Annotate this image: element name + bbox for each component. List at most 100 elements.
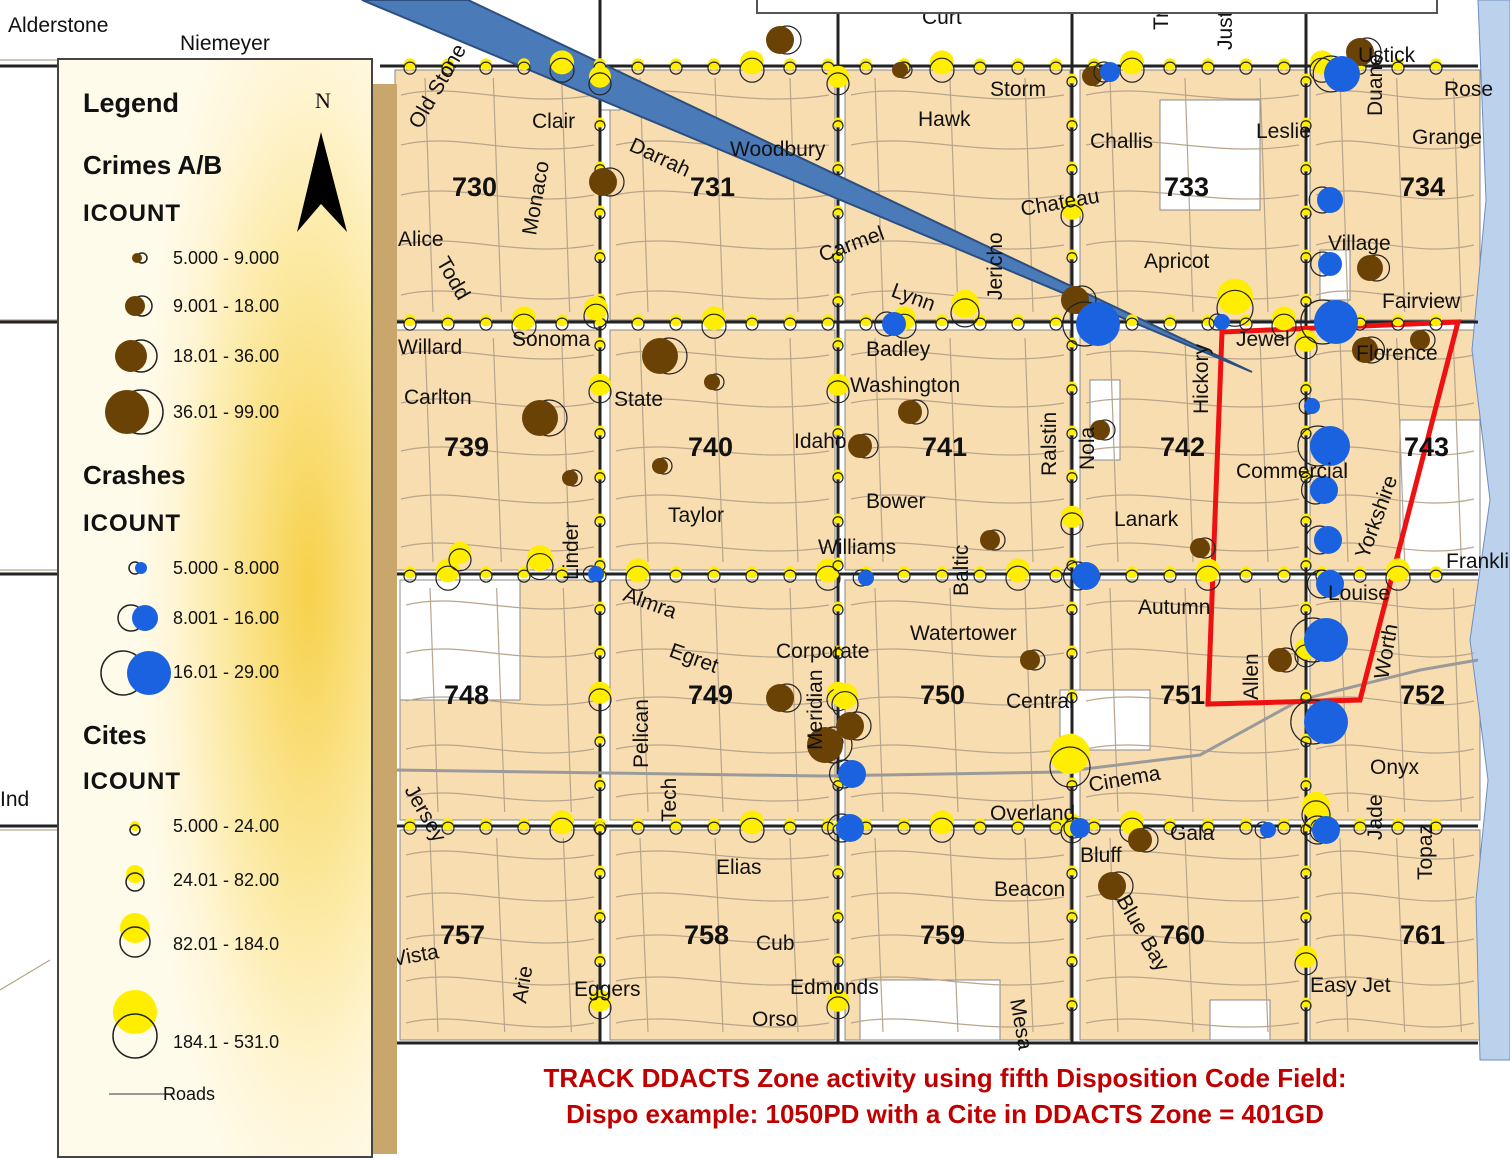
minor-road	[429, 587, 439, 813]
cite-symbol	[833, 909, 843, 920]
cite-symbol	[833, 953, 843, 964]
cite-symbol-outline	[929, 57, 955, 83]
minor-road	[400, 190, 595, 200]
crash-symbol	[1312, 816, 1340, 844]
cite-symbol-outline	[1201, 61, 1215, 75]
zone-label: 752	[1400, 680, 1445, 710]
cite-symbol	[833, 469, 843, 480]
minor-road	[400, 350, 595, 360]
minor-road	[1184, 77, 1194, 313]
minor-road	[405, 792, 595, 802]
street-label: Ralstin	[1038, 412, 1061, 476]
cite-symbol-outline	[1066, 692, 1078, 704]
minor-road	[1315, 350, 1475, 360]
cite-symbol-outline	[594, 868, 606, 880]
cite-symbol-outline	[1353, 821, 1367, 835]
minor-road	[1109, 77, 1119, 313]
zone-label: 734	[1400, 172, 1445, 202]
cite-symbol	[1196, 558, 1220, 583]
cite-symbol-outline	[1163, 569, 1177, 583]
cite-symbol	[1301, 513, 1311, 524]
cite-symbol	[833, 117, 843, 128]
cite-symbol-outline	[832, 868, 844, 880]
cite-symbol-outline	[1294, 952, 1318, 976]
cite-symbol-medium	[125, 865, 145, 892]
street-label: Louise	[1328, 582, 1390, 605]
cite-symbol-outline	[1385, 565, 1411, 591]
north-label: N	[315, 88, 331, 113]
street-label: Williams	[818, 536, 896, 559]
minor-road	[562, 587, 572, 813]
street-label: Allen	[1240, 653, 1263, 700]
zone-label: 731	[690, 172, 735, 202]
cite-symbol	[1354, 818, 1366, 831]
street-label: Jericho	[984, 232, 1007, 300]
minor-road	[1184, 837, 1194, 1033]
minor-road	[850, 850, 1065, 860]
cite-symbol-outline	[555, 317, 569, 331]
zone-label: 740	[688, 432, 733, 462]
cite-symbol-outline	[832, 340, 844, 352]
cite-symbol-outline	[1066, 428, 1078, 440]
minor-road	[1109, 587, 1119, 813]
cite-symbol-outline	[1011, 61, 1025, 75]
cite-symbol	[1240, 58, 1252, 71]
cite-symbol-outline	[1066, 120, 1078, 132]
cite-symbol-outline	[1125, 317, 1139, 331]
cite-symbol-outline	[832, 296, 844, 308]
cite-symbol	[1067, 777, 1077, 788]
cite-symbol	[595, 205, 605, 216]
legend-crimes-class-4: 36.01 - 99.00	[59, 388, 375, 438]
street-label: Ustick	[1358, 44, 1416, 67]
cite-symbol	[1050, 566, 1062, 579]
legend-crimes-label-2: 9.001 - 18.00	[173, 296, 280, 316]
minor-road	[850, 744, 1065, 754]
legend-crimes-title: Crimes A/B	[83, 150, 223, 180]
cite-symbol	[442, 314, 454, 327]
cite-symbol-outline	[448, 548, 472, 572]
minor-road	[850, 976, 1065, 986]
minor-road	[400, 398, 595, 408]
cite-symbol	[833, 161, 843, 172]
map-search-box[interactable]	[756, 0, 1438, 14]
cite-symbol-outline	[479, 317, 493, 331]
cite-symbol	[833, 337, 843, 348]
cite-symbol-xlarge	[112, 990, 158, 1059]
cite-symbol-outline	[783, 821, 797, 835]
cite-symbol	[827, 373, 849, 396]
cite-symbol	[449, 541, 471, 564]
cite-symbol	[827, 989, 849, 1012]
crash-symbol	[1100, 62, 1120, 82]
cite-symbol	[1088, 818, 1100, 831]
minor-road	[1259, 587, 1269, 813]
minor-road	[1085, 350, 1300, 360]
cite-symbol	[930, 50, 954, 75]
cite-symbol	[1301, 293, 1311, 304]
cite-symbol-outline	[859, 61, 873, 75]
zone-label: 748	[444, 680, 489, 710]
street-label: Hawk	[918, 108, 971, 131]
cite-symbol-outline	[594, 472, 606, 484]
open-area	[1159, 99, 1261, 211]
cite-symbol	[936, 314, 948, 327]
minor-road	[1315, 600, 1475, 610]
minor-road	[615, 290, 830, 300]
cite-symbol	[1301, 733, 1311, 744]
crime-symbol	[980, 530, 1000, 550]
cite-symbol	[1392, 818, 1404, 831]
minor-road	[615, 744, 830, 754]
cite-symbol	[670, 314, 682, 327]
crash-symbol	[1310, 426, 1350, 466]
cite-symbol	[480, 58, 492, 71]
minor-road	[949, 837, 959, 1033]
cite-symbol	[1278, 818, 1290, 831]
cite-symbol-outline	[745, 569, 759, 583]
cite-symbol-outline	[832, 208, 844, 220]
legend-crashes-label-3: 16.01 - 29.00	[173, 662, 280, 682]
cite-symbol	[784, 314, 796, 327]
cite-symbol-outline	[517, 61, 531, 75]
cite-symbol-outline	[1429, 569, 1443, 583]
cite-symbol	[595, 469, 605, 480]
zone-label: 733	[1164, 172, 1209, 202]
